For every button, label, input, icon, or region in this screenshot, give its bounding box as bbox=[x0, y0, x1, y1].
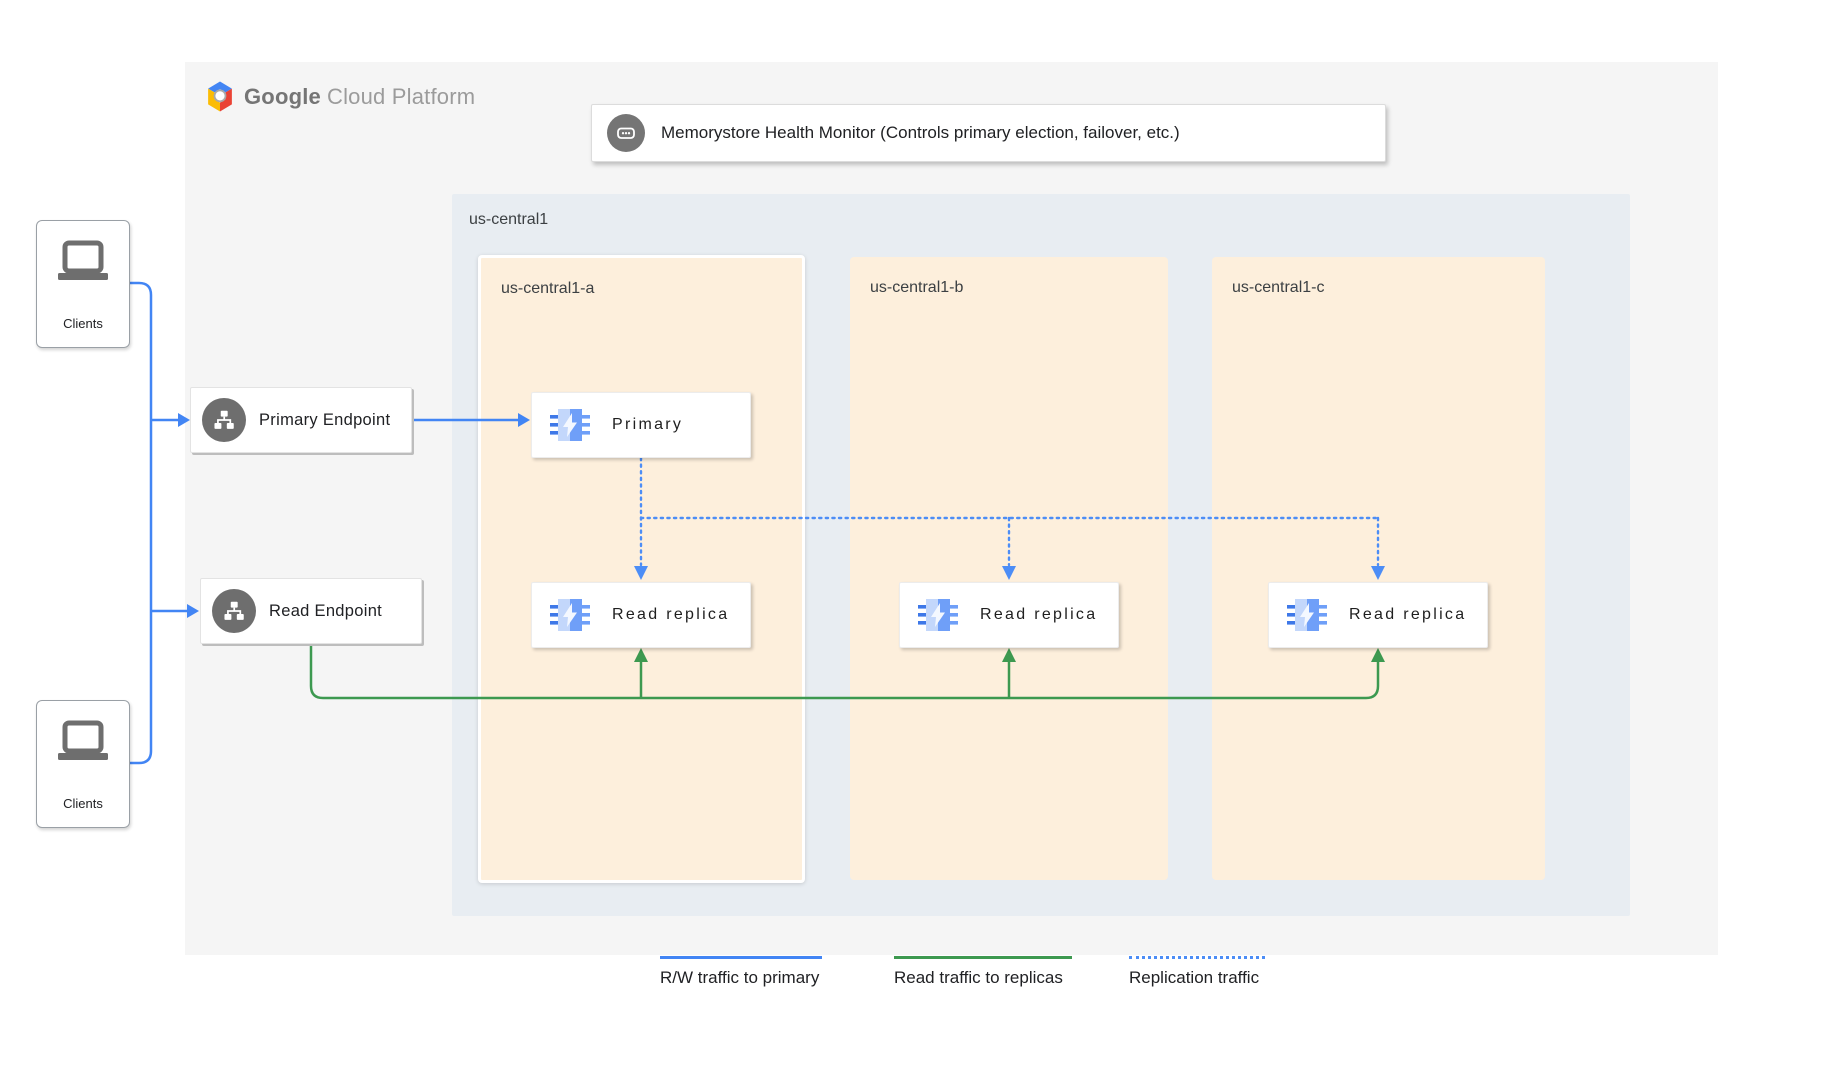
zone-us-central1-b: us-central1-b bbox=[850, 257, 1168, 880]
laptop-icon bbox=[52, 237, 114, 294]
clients-label: Clients bbox=[63, 316, 103, 331]
read-replica-box-c: Read replica bbox=[1268, 582, 1488, 648]
legend-item-rw-traffic: R/W traffic to primary bbox=[660, 956, 822, 988]
memorystore-icon bbox=[548, 407, 592, 443]
read-endpoint-box: Read Endpoint bbox=[200, 578, 422, 644]
brand-cloud-platform: Cloud Platform bbox=[326, 83, 476, 109]
health-monitor-box: Memorystore Health Monitor (Controls pri… bbox=[591, 104, 1386, 162]
legend-line-blue-solid bbox=[660, 956, 822, 959]
memorystore-icon bbox=[1285, 597, 1329, 633]
clients-box-top: Clients bbox=[36, 220, 130, 348]
chat-dots-icon bbox=[607, 114, 645, 152]
gcp-logo: Google Cloud Platform bbox=[205, 80, 475, 113]
primary-endpoint-box: Primary Endpoint bbox=[190, 387, 412, 453]
zone-c-label: us-central1-c bbox=[1232, 279, 1325, 296]
memorystore-icon bbox=[548, 597, 592, 633]
legend-item-read-traffic: Read traffic to replicas bbox=[894, 956, 1072, 988]
brand-google: Google bbox=[244, 83, 321, 109]
primary-endpoint-label: Primary Endpoint bbox=[259, 410, 391, 429]
read-replica-label: Read replica bbox=[612, 606, 730, 623]
region-label: us-central1 bbox=[469, 211, 549, 228]
primary-node-box: Primary bbox=[531, 392, 751, 458]
zone-us-central1-a: us-central1-a bbox=[478, 255, 805, 883]
network-icon bbox=[212, 589, 256, 633]
legend: R/W traffic to primary Read traffic to r… bbox=[0, 948, 1832, 1018]
clients-loop-line bbox=[130, 281, 153, 765]
read-replica-box-b: Read replica bbox=[899, 582, 1119, 648]
health-monitor-label: Memorystore Health Monitor (Controls pri… bbox=[661, 123, 1180, 142]
laptop-icon bbox=[52, 717, 114, 774]
gcp-hexagon-icon bbox=[205, 80, 235, 113]
network-icon bbox=[202, 398, 246, 442]
primary-node-label: Primary bbox=[612, 416, 684, 433]
legend-item-replication-traffic: Replication traffic bbox=[1129, 956, 1265, 988]
legend-line-blue-dotted bbox=[1129, 956, 1265, 959]
zone-us-central1-c: us-central1-c bbox=[1212, 257, 1545, 880]
read-replica-label: Read replica bbox=[980, 606, 1098, 623]
clients-label: Clients bbox=[63, 796, 103, 811]
legend-label: R/W traffic to primary bbox=[660, 968, 820, 987]
legend-line-green-solid bbox=[894, 956, 1072, 959]
zone-a-label: us-central1-a bbox=[501, 280, 595, 297]
zone-b-label: us-central1-b bbox=[870, 279, 964, 296]
legend-label: Replication traffic bbox=[1129, 968, 1260, 987]
clients-box-bottom: Clients bbox=[36, 700, 130, 828]
memorystore-icon bbox=[916, 597, 960, 633]
read-replica-label: Read replica bbox=[1349, 606, 1467, 623]
read-replica-box-a: Read replica bbox=[531, 582, 751, 648]
legend-label: Read traffic to replicas bbox=[894, 968, 1063, 987]
read-endpoint-label: Read Endpoint bbox=[269, 601, 383, 620]
